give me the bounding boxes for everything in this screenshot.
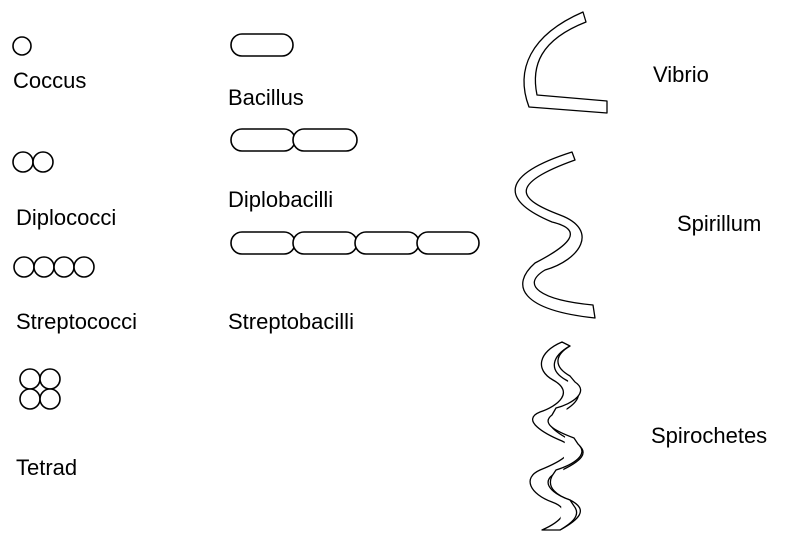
label-bacillus: Bacillus <box>228 87 304 109</box>
label-streptococci: Streptococci <box>16 311 137 333</box>
label-diplobacilli: Diplobacilli <box>228 189 333 211</box>
label-spirillum: Spirillum <box>677 213 761 235</box>
label-spirochetes: Spirochetes <box>651 425 767 447</box>
spirillum-shape <box>515 152 595 318</box>
label-tetrad: Tetrad <box>16 457 77 479</box>
label-vibrio: Vibrio <box>653 64 709 86</box>
streptobacilli-shape <box>231 232 479 254</box>
label-diplococci: Diplococci <box>16 207 116 229</box>
spirochetes-shape <box>530 342 583 530</box>
diplobacilli-shape <box>231 129 357 151</box>
vibrio-shape <box>524 12 607 113</box>
bacillus-shape <box>231 34 293 56</box>
label-streptobacilli: Streptobacilli <box>228 311 354 333</box>
streptococci-shape <box>14 257 94 277</box>
coccus-shape <box>13 37 31 55</box>
tetrad-shape <box>20 369 60 409</box>
diplococci-shape <box>13 152 53 172</box>
label-coccus: Coccus <box>13 70 86 92</box>
